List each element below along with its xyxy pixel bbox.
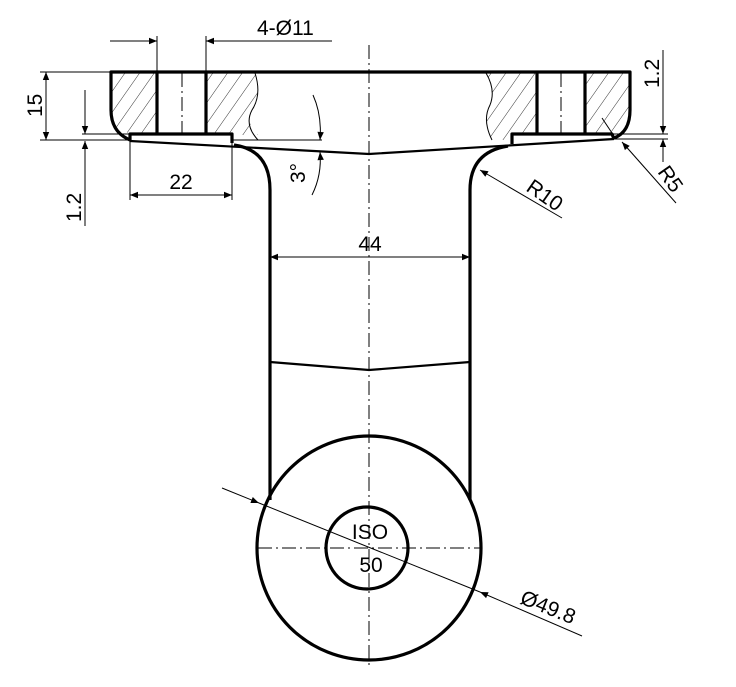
stub-left xyxy=(128,132,234,143)
dimension-step-right: 1.2 xyxy=(612,50,668,162)
dimension-cone-angle: 3° xyxy=(232,94,324,196)
tube-left-wall xyxy=(233,143,272,500)
dimension-step-left: 1.2 xyxy=(63,90,130,226)
cone-angle-label: 3° xyxy=(287,163,310,183)
break-line-left xyxy=(248,72,259,141)
outer-flange-circle xyxy=(255,434,483,662)
inner-bore-circle xyxy=(324,505,410,591)
flange-diameter-label: Ø49.8 xyxy=(517,586,579,629)
fillet-large-label: R10 xyxy=(522,175,567,216)
flange-outline xyxy=(109,70,632,142)
dimension-flange-thickness: 15 xyxy=(24,71,130,141)
step-right-label: 1.2 xyxy=(641,59,664,88)
dimension-hole-diameter: 4-Ø11 xyxy=(110,17,332,72)
iso-label: ISO xyxy=(352,521,388,544)
tube-width-label: 44 xyxy=(358,233,382,256)
weld-joint-line xyxy=(269,360,471,372)
break-line-right xyxy=(485,72,493,141)
step-left-label: 1.2 xyxy=(63,193,86,222)
dimension-tube-width: 44 xyxy=(270,233,470,261)
stub-right xyxy=(510,132,616,144)
section-hatching xyxy=(111,73,630,140)
size-label: 50 xyxy=(359,554,382,577)
dimension-stub-width: 22 xyxy=(129,141,233,200)
stub-width-label: 22 xyxy=(169,171,192,194)
fillet-small-label: R5 xyxy=(653,162,687,197)
flange-thickness-label: 15 xyxy=(24,94,47,117)
cone-face xyxy=(129,137,615,156)
hole-callout-label: 4-Ø11 xyxy=(257,17,314,40)
tube-right-wall xyxy=(468,144,509,500)
dimension-flange-diameter: Ø49.8 xyxy=(221,487,583,637)
dimension-fillet-large: R10 xyxy=(479,169,567,219)
